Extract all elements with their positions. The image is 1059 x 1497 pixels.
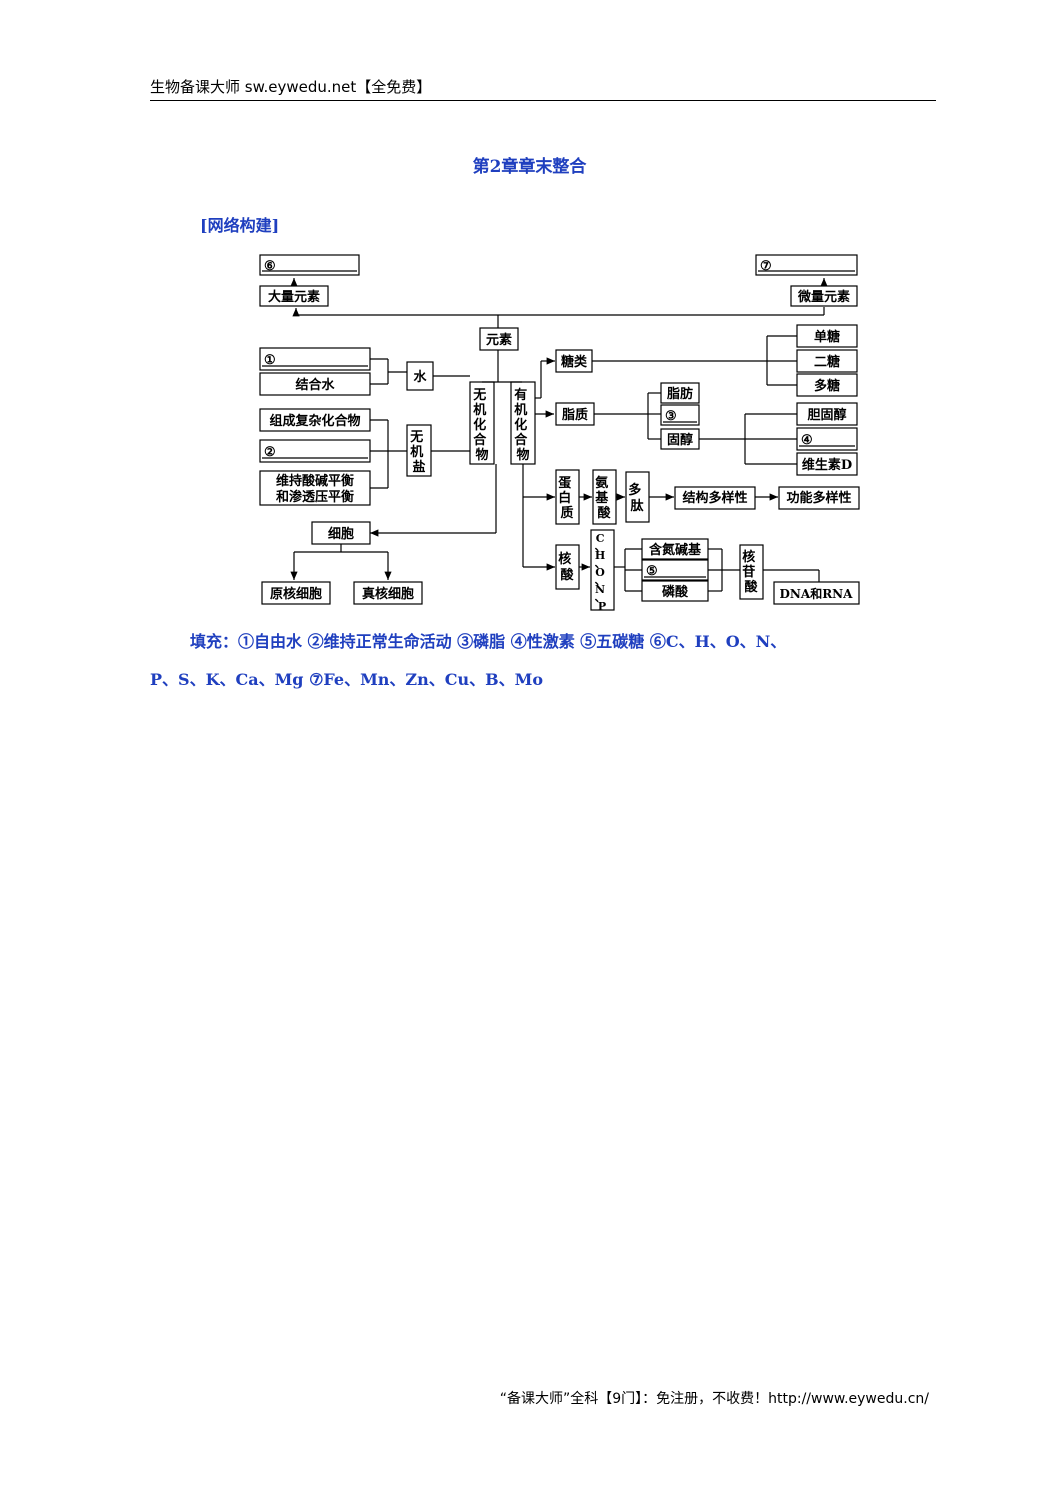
label-acid-base-2: 和渗透压平衡 [276, 489, 354, 505]
label-amino: 氨 基 酸 [594, 475, 613, 521]
label-chonp: C 、 H 、 O 、 N 、 P [595, 532, 610, 613]
label-prokaryote: 原核细胞 [270, 586, 322, 602]
label-6: ⑥ [264, 259, 276, 274]
answer-line-2: P、S、K、Ca、Mg ⑦Fe、Mn、Zn、Cu、B、Mo [150, 670, 544, 689]
label-micro: 微量元素 [797, 289, 850, 305]
box-chonp [590, 529, 615, 611]
label-2: ② [264, 445, 276, 460]
section-heading: [网络构建] [200, 216, 280, 235]
box-inorganic [469, 381, 495, 465]
box-vitd [796, 452, 858, 476]
label-eukaryote: 真核细胞 [362, 586, 414, 602]
box-3 [660, 404, 700, 426]
label-1: ① [264, 353, 276, 368]
box-di [796, 349, 858, 373]
header-text: 生物备课大师 sw.eywedu.net【全免费】 [150, 78, 432, 96]
label-5: ⑤ [646, 564, 658, 579]
label-7: ⑦ [760, 259, 772, 274]
box-fat [660, 382, 700, 404]
label-macro: 大量元素 [268, 289, 320, 305]
box-4 [796, 427, 858, 451]
label-fat: 脂肪 [666, 386, 693, 402]
label-acid-base-1: 维持酸碱平衡 [276, 473, 354, 489]
label-complex: 组成复杂化合物 [269, 413, 360, 429]
box-nucleotide [739, 544, 764, 600]
label-mono: 单糖 [814, 329, 840, 345]
label-cell: 细胞 [328, 526, 354, 542]
label-nucleic: 核 酸 [558, 551, 576, 583]
label-protein: 蛋 白 质 [558, 476, 576, 521]
label-phosphate: 磷酸 [662, 584, 689, 600]
box-1 [259, 347, 371, 371]
page-footer: “备课大师”全科【9门】：免注册，不收费！http://www.eywedu.c… [499, 1391, 929, 1407]
label-function: 功能多样性 [786, 490, 851, 506]
label-cholesterol: 胆固醇 [807, 407, 846, 423]
label-di: 二糖 [814, 354, 840, 370]
box-structure [674, 486, 756, 510]
box-elements [479, 327, 519, 351]
box-dna-rna [773, 581, 860, 605]
label-4: ④ [801, 433, 813, 448]
box-cholesterol [796, 402, 858, 426]
page-header: 生物备课大师 sw.eywedu.net【全免费】 [150, 76, 936, 101]
label-vitd: 维生素D [802, 457, 852, 473]
label-elements: 元素 [486, 332, 512, 348]
label-inorganic: 无 机 化 合 物 [472, 388, 491, 463]
label-inorganic-salt: 无 机 盐 [409, 430, 428, 475]
label-dna-rna: DNA和RNA [780, 586, 854, 601]
label-water: 水 [413, 369, 427, 385]
label-peptide: 多 肽 [628, 482, 646, 514]
box-6 [259, 254, 360, 276]
label-nucleotide: 核 苷 酸 [742, 549, 760, 595]
box-2 [259, 439, 371, 463]
label-sugar: 糖类 [561, 354, 588, 370]
box-7 [755, 254, 858, 276]
answer-line-1: 填充：①自由水 ②维持正常生命活动 ③磷脂 ④性激素 ⑤五碳糖 ⑥C、H、O、N… [190, 632, 787, 651]
label-organic: 有 机 化 合 物 [514, 387, 532, 463]
box-prokaryote [261, 581, 331, 605]
label-bound-water: 结合水 [295, 377, 335, 393]
label-base: 含氮碱基 [648, 542, 702, 558]
box-function [778, 486, 860, 510]
label-poly: 多糖 [814, 378, 840, 394]
box-eukaryote [353, 581, 423, 605]
page-title: 第2章章末整合 [472, 157, 587, 177]
label-structure: 结构多样性 [682, 490, 747, 506]
label-3: ③ [665, 409, 677, 424]
label-sterol: 固醇 [667, 432, 693, 448]
label-lipid: 脂质 [561, 407, 588, 423]
